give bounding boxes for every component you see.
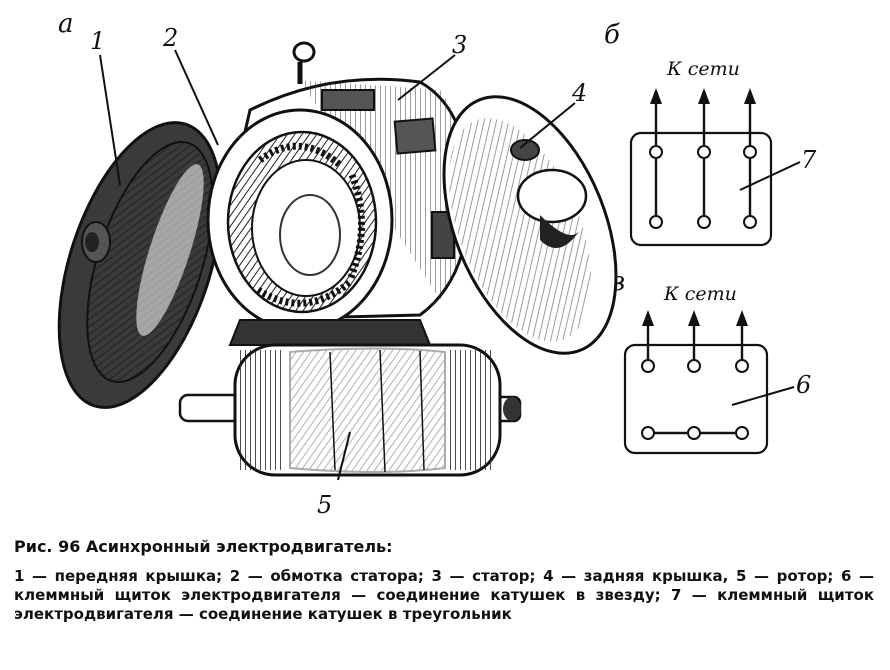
terminal (697, 215, 711, 229)
motor-illustration: а б в (57, 9, 817, 519)
terminal (743, 145, 757, 159)
label-1: 1 (90, 27, 105, 55)
terminal (735, 359, 749, 373)
terminal (649, 145, 663, 159)
label-7: 7 (801, 146, 817, 174)
terminal (743, 215, 757, 229)
panel-b-label: б (604, 20, 620, 50)
rotor (178, 343, 522, 477)
rear-cover (442, 95, 618, 355)
to-network-label-b: К сети (666, 58, 740, 80)
label-4: 4 (571, 79, 587, 107)
panel-a-label: а (58, 9, 74, 39)
to-network-label-v: К сети (663, 283, 737, 305)
terminal (735, 426, 749, 440)
front-cover (57, 121, 223, 409)
terminal (641, 359, 655, 373)
terminal (687, 426, 701, 440)
leader-lines (99, 49, 576, 481)
terminal (641, 426, 655, 440)
label-2: 2 (162, 24, 178, 52)
label-6: 6 (796, 371, 811, 399)
caption-title: Рис. 96 Асинхронный электродвигатель: (14, 537, 393, 556)
terminal (687, 359, 701, 373)
label-5: 5 (317, 491, 332, 519)
terminal-board-delta: К сети 7 (629, 58, 817, 247)
terminal (649, 215, 663, 229)
stator (206, 41, 472, 346)
caption-body: 1 — передняя крышка; 2 — обмотка статора… (14, 567, 874, 623)
label-3: 3 (452, 31, 467, 59)
terminal-board-star: К сети 6 (623, 283, 811, 455)
terminal (697, 145, 711, 159)
